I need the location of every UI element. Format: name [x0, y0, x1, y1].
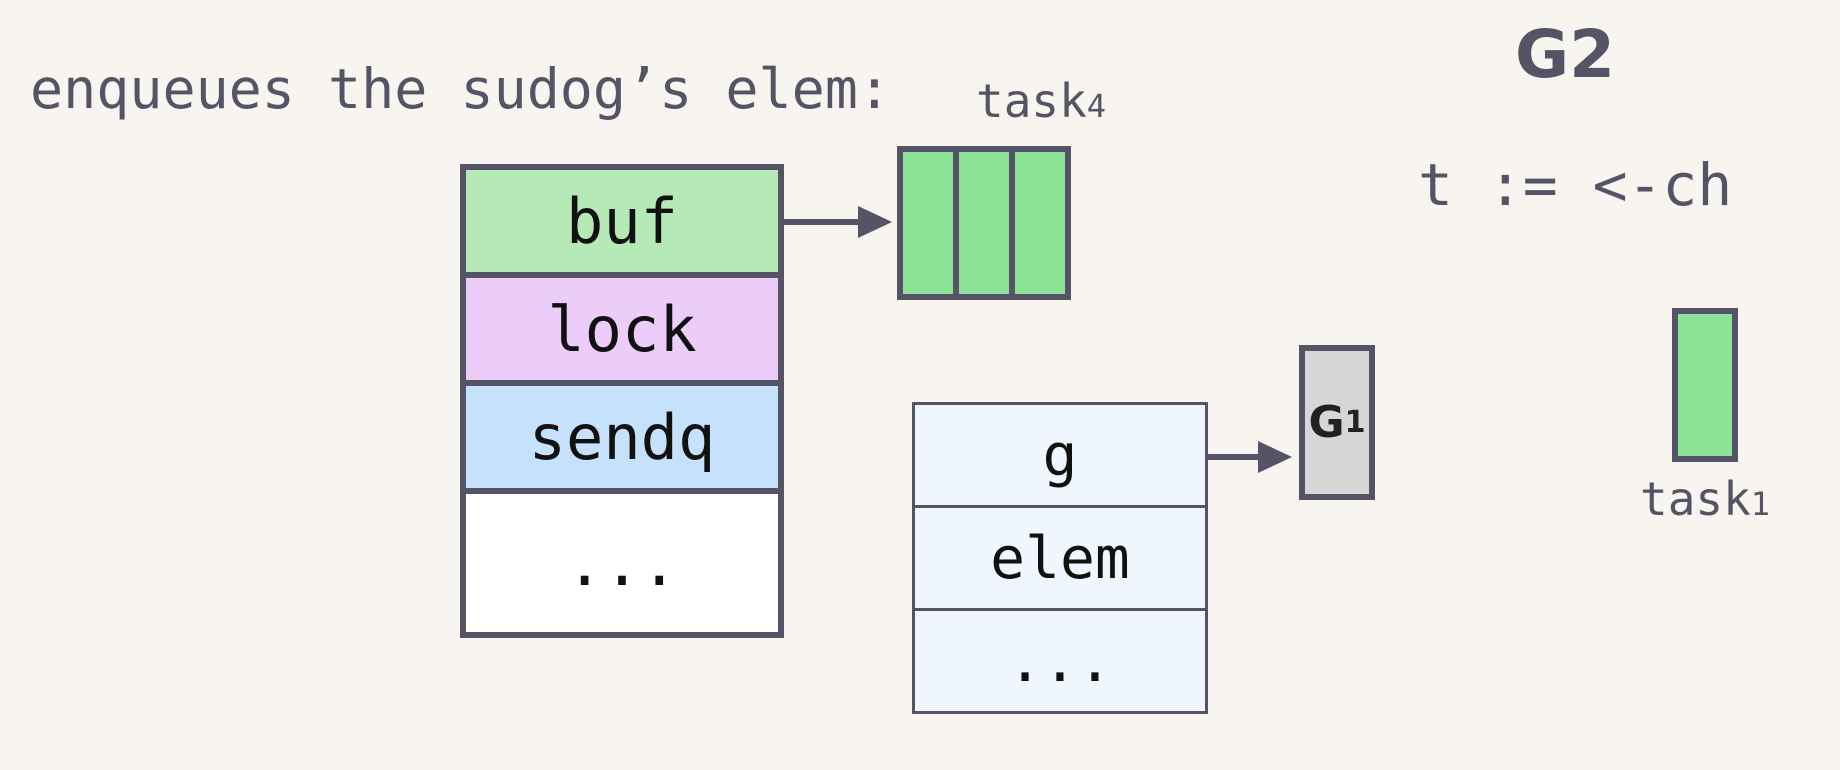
g2-code: t := <-ch: [1418, 151, 1733, 219]
task1-label-text: task: [1640, 472, 1751, 526]
buf-to-buffer-arrow: [784, 206, 892, 238]
sudog-field-g: g: [912, 402, 1208, 508]
channel-field-sendq: sendq: [460, 380, 784, 494]
channel-field-more: ...: [460, 488, 784, 638]
buffer-slot: [1009, 146, 1071, 300]
sudog-struct: g elem ...: [912, 402, 1208, 714]
g2-title: G2: [1514, 16, 1616, 93]
g1-label-text: G: [1308, 397, 1345, 448]
g1-label-sub: 1: [1344, 405, 1366, 440]
sudog-field-more: ...: [912, 608, 1208, 714]
task1-label-sub: 1: [1750, 485, 1771, 523]
channel-field-lock: lock: [460, 272, 784, 386]
channel-struct: buf lock sendq ...: [460, 164, 784, 638]
task1-box: [1672, 308, 1738, 462]
channel-buffer: [897, 146, 1071, 300]
buffer-task-label-text: task: [976, 74, 1087, 128]
buffer-task-label: task4: [976, 78, 1106, 124]
channel-field-buf: buf: [460, 164, 784, 278]
buffer-task-label-sub: 4: [1086, 87, 1107, 125]
caption-text: enqueues the sudog’s elem:: [30, 57, 891, 121]
task1-label: task1: [1640, 476, 1770, 522]
g-to-g1-arrow: [1208, 441, 1292, 473]
